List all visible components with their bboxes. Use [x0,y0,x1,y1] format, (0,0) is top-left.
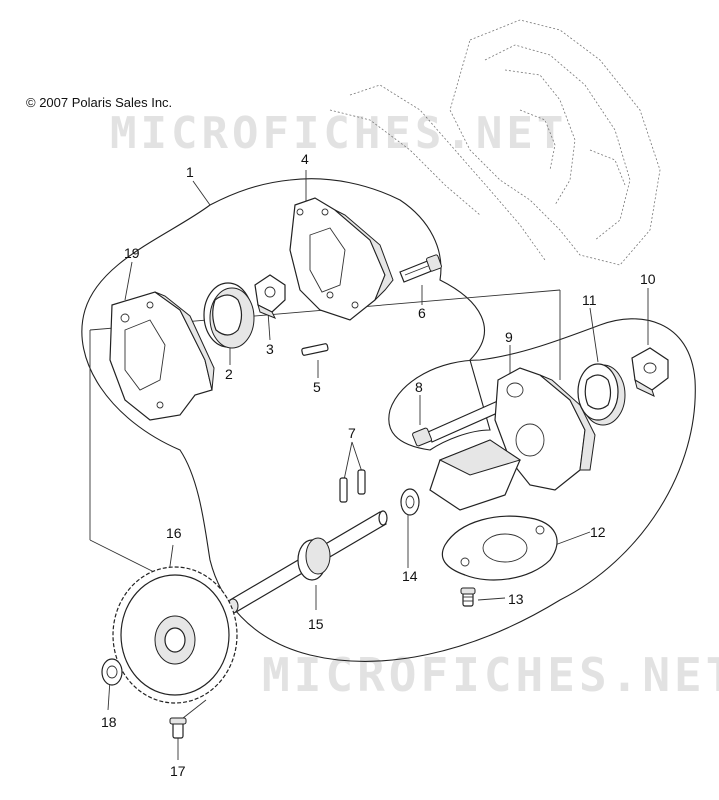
watermark-bottom: MICROFICHES.NET [262,648,719,702]
callout-14: 14 [402,568,418,584]
part-pump-plate-4 [289,197,394,321]
callout-15: 15 [308,616,324,632]
part-screw-13 [460,587,476,607]
part-outer-rotor-11 [577,363,626,426]
part-pin-5 [301,343,329,356]
callout-8: 8 [415,379,423,395]
watermark-top: MICROFICHES.NET [110,108,568,159]
part-washer-14 [400,488,420,516]
part-pins-7 [339,469,366,503]
callout-3: 3 [266,341,274,357]
callout-9: 9 [505,329,513,345]
copyright-text: © 2007 Polaris Sales Inc. [26,95,173,110]
part-outer-rotor-2 [203,282,255,349]
callout-16: 16 [166,525,182,541]
callout-10: 10 [640,271,656,287]
callout-7: 7 [348,425,356,441]
callout-2: 2 [225,366,233,382]
part-gasket-12 [441,515,558,581]
callout-13: 13 [508,591,524,607]
part-long-bolt-8 [412,399,505,447]
part-shaft-15 [227,510,388,614]
part-inner-rotor-3 [254,274,286,319]
part-pump-housing-9 [429,367,596,511]
callout-17: 17 [170,763,186,779]
part-bolt-17 [169,717,187,739]
part-washer-18 [101,658,123,686]
part-inner-rotor-10 [631,347,669,397]
part-gear-16 [112,566,238,704]
callout-19: 19 [124,245,140,261]
callout-11: 11 [582,292,597,308]
assembly-boundary-1 [81,178,696,662]
part-pump-cover [109,291,215,421]
callout-18: 18 [101,714,117,730]
engine-case-outline [329,19,661,266]
callout-12: 12 [590,524,606,540]
callout-labels: 1 2 3 4 5 6 7 8 9 10 11 12 13 14 15 16 1… [101,151,656,779]
callout-5: 5 [313,379,321,395]
callout-1: 1 [186,164,194,180]
part-bolt-6 [399,254,442,283]
callout-6: 6 [418,305,426,321]
callout-4: 4 [301,151,309,167]
